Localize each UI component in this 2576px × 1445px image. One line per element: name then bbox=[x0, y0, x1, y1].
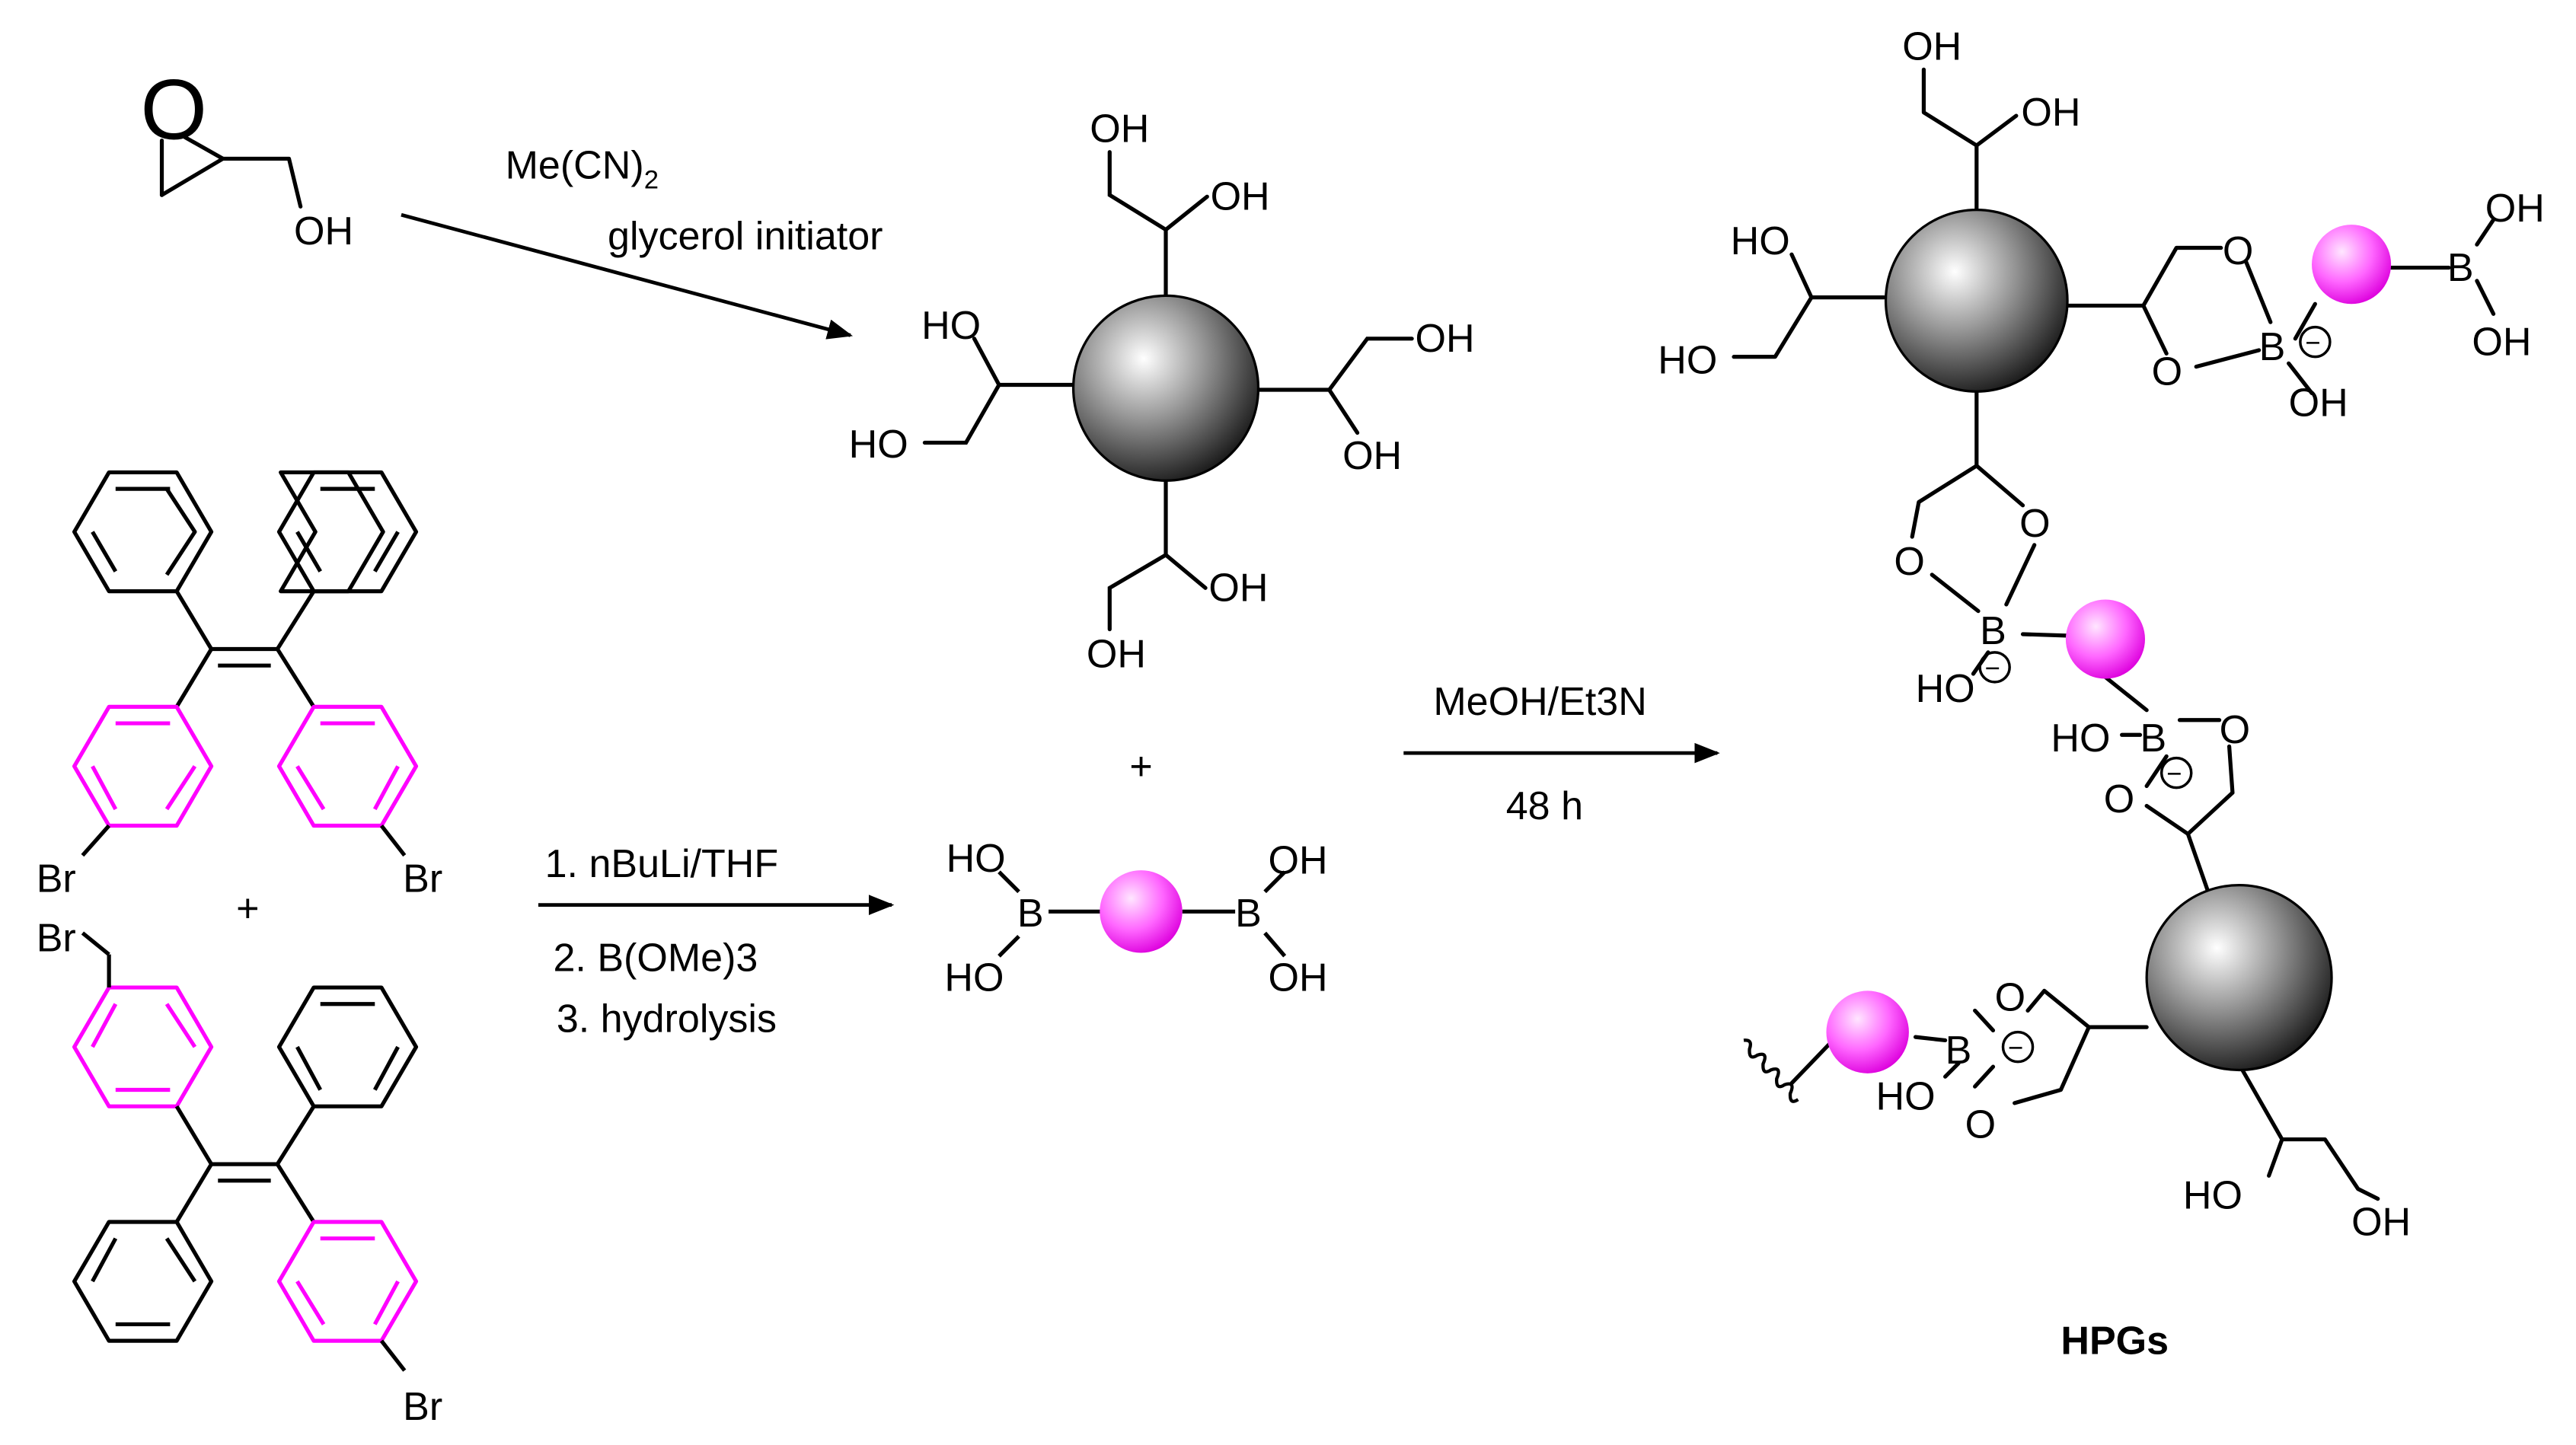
ho-label: HO bbox=[1876, 1075, 1936, 1119]
hpg-core-molecule: OH OH HO HO OH OH OH OH bbox=[849, 107, 1475, 677]
oh-label: OH bbox=[2351, 1200, 2411, 1244]
linker-sphere bbox=[2312, 225, 2392, 305]
reagent-hydrolysis: 3. hydrolysis bbox=[557, 997, 777, 1041]
plus-sign: + bbox=[1129, 745, 1152, 789]
negative-charge bbox=[2299, 325, 2332, 359]
oxygen-label: O bbox=[2223, 229, 2253, 273]
reagent-bome3: 2. B(OMe)3 bbox=[553, 936, 758, 980]
oxygen-label: O bbox=[2019, 502, 2050, 546]
oh-label: OH bbox=[1268, 838, 1327, 882]
reagent-meoh-et3n: MeOH/Et3N bbox=[1433, 680, 1646, 724]
dibromo-tpe-isomer-2 bbox=[72, 931, 419, 1372]
glycidol-molecule: O OH bbox=[140, 61, 353, 254]
ho-label: HO bbox=[849, 423, 908, 467]
oh-label: OH bbox=[1342, 434, 1402, 478]
ho-label: HO bbox=[1731, 219, 1790, 263]
boron-label: B bbox=[1946, 1029, 1972, 1073]
reagent-nbuli: 1. nBuLi/THF bbox=[545, 842, 779, 886]
hpg-core-sphere bbox=[1071, 294, 1260, 482]
glycidol-oh-label: OH bbox=[294, 209, 353, 254]
oh-label: OH bbox=[1090, 107, 1149, 152]
bromine-label: Br bbox=[403, 1385, 442, 1429]
dibromo-tpe-isomer-1 bbox=[72, 470, 419, 857]
hpg-network-product: OH OH HO HO O O B − OH B OH OH O O B − H… bbox=[1658, 24, 2545, 1244]
ho-label: HO bbox=[2183, 1174, 2242, 1218]
product-label: HPGs bbox=[2060, 1319, 2169, 1363]
bromine-label: Br bbox=[403, 856, 442, 901]
bromine-label: Br bbox=[37, 916, 76, 960]
epoxide-oxygen-label: O bbox=[140, 61, 207, 157]
polymerization-arrow bbox=[401, 212, 854, 340]
oxygen-label: O bbox=[2220, 708, 2250, 752]
oxygen-label: O bbox=[1894, 540, 1924, 584]
oxygen-label: O bbox=[2104, 777, 2134, 821]
linker-sphere bbox=[1826, 990, 1909, 1073]
negative-charge bbox=[1978, 651, 2011, 684]
negative-charge-sign: − bbox=[1985, 654, 2000, 683]
oxygen-label: O bbox=[2152, 350, 2182, 394]
bromine-label: Br bbox=[37, 856, 76, 901]
boron-label: B bbox=[1235, 892, 1262, 936]
boron-label: B bbox=[1980, 609, 2006, 653]
ho-label: HO bbox=[2051, 716, 2110, 761]
linker-sphere bbox=[2065, 599, 2145, 679]
boron-label: B bbox=[2259, 325, 2286, 369]
oh-label: OH bbox=[2289, 381, 2348, 426]
hpg-core-sphere-lower bbox=[2145, 883, 2333, 1072]
reagent-glycerol-initiator: glycerol initiator bbox=[608, 215, 883, 259]
oxygen-label: O bbox=[1995, 975, 2025, 1019]
reaction-time: 48 h bbox=[1506, 784, 1583, 828]
oxygen-label: O bbox=[1965, 1102, 1996, 1147]
oh-label: OH bbox=[2472, 320, 2531, 364]
negative-charge-sign: − bbox=[2305, 329, 2320, 358]
wavy-bond bbox=[1743, 1038, 1799, 1103]
negative-charge bbox=[2159, 756, 2193, 789]
negative-charge-sign: − bbox=[2166, 760, 2182, 789]
ho-label: HO bbox=[1658, 338, 1717, 382]
boron-label: B bbox=[2140, 716, 2166, 761]
oh-label: OH bbox=[2485, 187, 2545, 231]
oh-label: OH bbox=[1211, 175, 1270, 219]
oh-label: OH bbox=[1415, 317, 1474, 361]
oh-label: OH bbox=[1268, 955, 1327, 1000]
linker-sphere bbox=[1100, 870, 1183, 953]
plus-sign: + bbox=[236, 886, 259, 930]
ho-label: HO bbox=[1916, 667, 1975, 711]
oh-label: OH bbox=[1902, 24, 1962, 69]
diboronic-acid-linker: HO HO B B OH OH bbox=[944, 837, 1327, 1000]
hpg-core-sphere-upper bbox=[1884, 209, 2069, 393]
negative-charge bbox=[2001, 1030, 2035, 1064]
negative-charge-sign: − bbox=[2008, 1034, 2023, 1063]
oh-label: OH bbox=[1208, 566, 1268, 611]
oh-label: OH bbox=[2021, 91, 2080, 135]
ho-label: HO bbox=[946, 837, 1006, 881]
boron-label: B bbox=[2447, 246, 2474, 290]
boron-label: B bbox=[1017, 892, 1044, 936]
ho-label: HO bbox=[944, 955, 1004, 1000]
oh-label: OH bbox=[1087, 632, 1146, 676]
reagent-mecn2-subscript: 2 bbox=[644, 165, 659, 194]
ho-label: HO bbox=[921, 304, 981, 348]
reagent-mecn2: Me(CN) bbox=[506, 143, 644, 187]
